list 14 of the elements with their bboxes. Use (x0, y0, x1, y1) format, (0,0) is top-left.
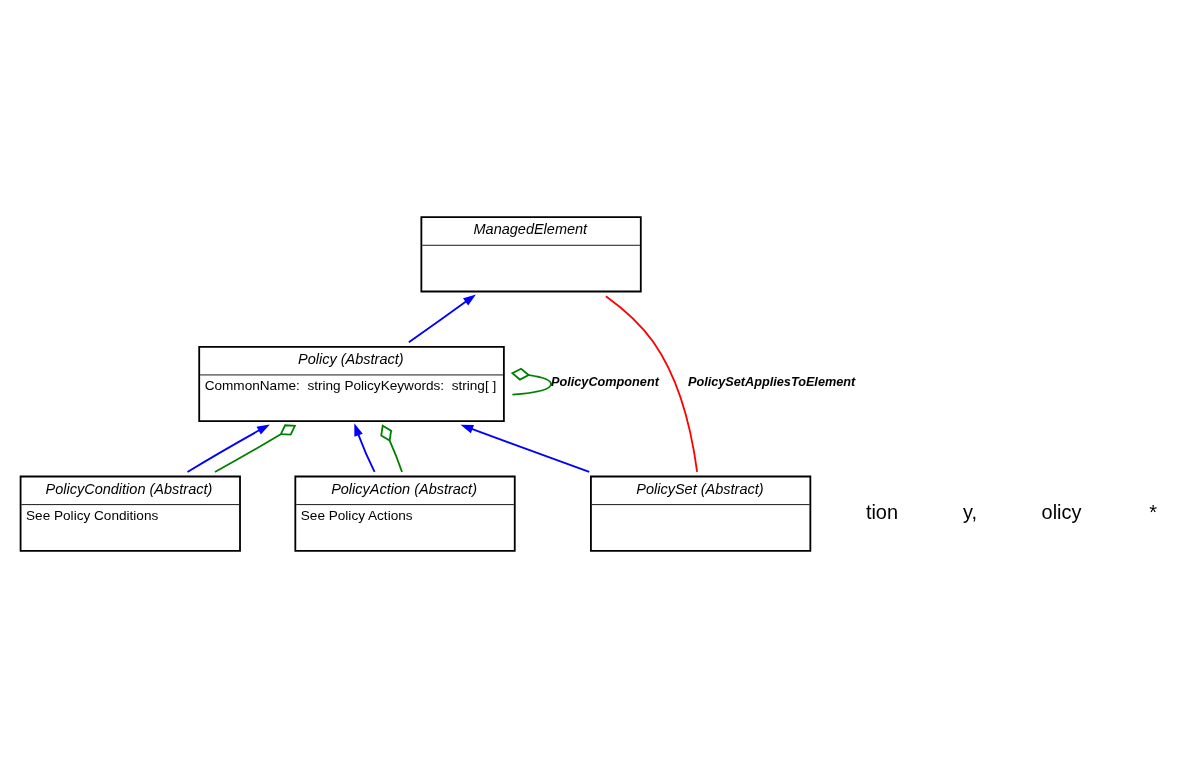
arrow (407, 294, 476, 343)
arrow (186, 423, 270, 473)
edge-label: PolicySetAppliesToElement (687, 374, 856, 389)
connector (214, 423, 297, 473)
connector (510, 367, 552, 396)
arrow (354, 422, 376, 473)
connector (605, 294, 699, 473)
edge-label: PolicyComponent (551, 374, 659, 389)
label: * (1149, 500, 1157, 523)
label: y, (962, 500, 977, 523)
label: olicy (1041, 500, 1082, 523)
label: tion (865, 500, 899, 523)
arrow (460, 424, 591, 473)
connector (380, 423, 403, 473)
